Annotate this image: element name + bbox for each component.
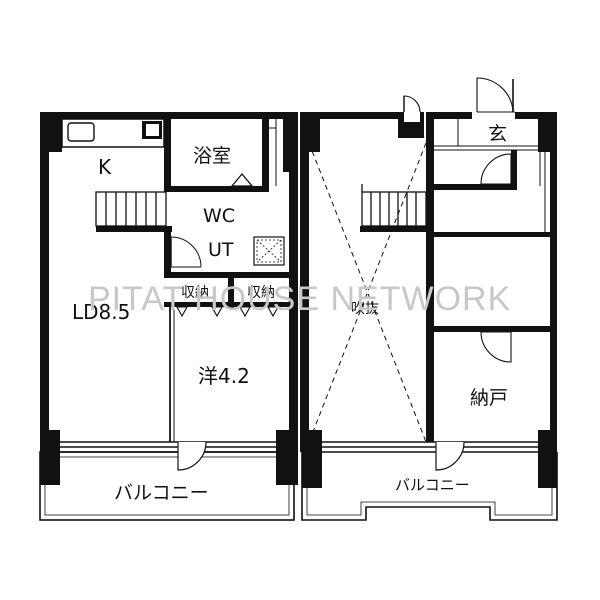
entrance-label: 玄 (488, 123, 507, 145)
utility-label: UT (208, 239, 234, 261)
right-staircase (361, 184, 427, 227)
wc-label: WC (203, 205, 235, 227)
left-exterior-walls (40, 112, 298, 485)
right-balcony-label: バルコニー (395, 476, 470, 494)
living-dining-label: LD8.5 (72, 300, 130, 324)
bath-label: 浴室 (193, 145, 231, 167)
watermark: PITAT HOUSE NETWORK (88, 280, 511, 318)
left-balcony-label: バルコニー (114, 482, 209, 504)
closet-label: 納戸 (470, 387, 508, 409)
western-room-label: 洋4.2 (198, 364, 250, 388)
right-exterior-walls (300, 112, 557, 488)
storage-label-1: 収納 (181, 285, 209, 301)
storage-label-2: 収納 (247, 285, 275, 301)
right-balcony-railing (301, 452, 558, 521)
right-floor-plan (300, 77, 558, 521)
void-label: 吹抜 (351, 301, 379, 317)
left-staircase (95, 191, 167, 227)
kitchen-label: K (98, 155, 112, 179)
left-floor-plan (39, 112, 298, 521)
